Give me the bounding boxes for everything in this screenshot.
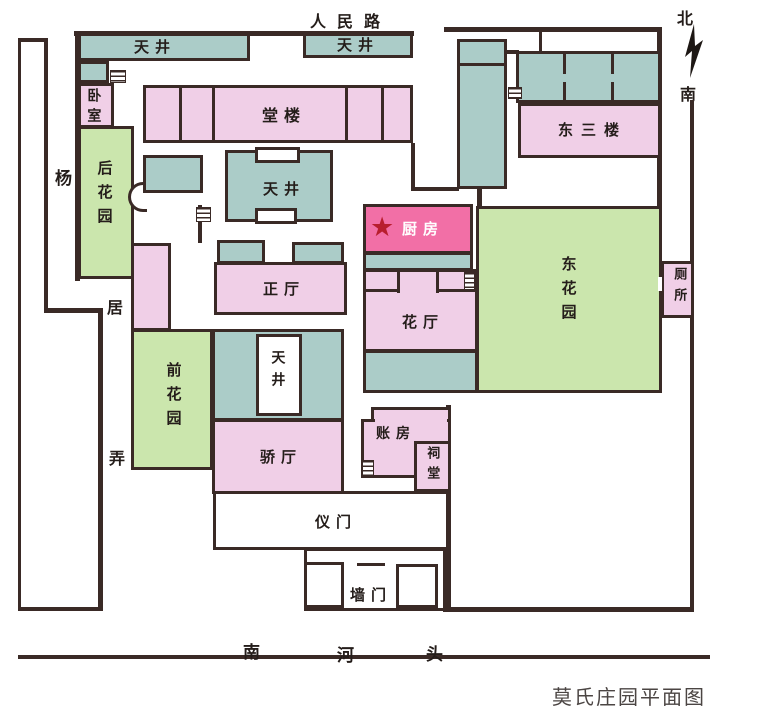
room-flower-hall — [363, 269, 478, 352]
north-road-label: 人民路 — [310, 12, 392, 31]
room-small-teal — [292, 242, 344, 264]
stairs-icon — [110, 70, 126, 83]
room-label: 厕所 — [671, 267, 687, 309]
room-label: 堂楼 — [262, 106, 307, 125]
corridor-wall — [198, 205, 202, 243]
room-west-chamber — [131, 243, 171, 331]
moon-gate-arch — [128, 182, 147, 212]
lane-west-wall — [18, 38, 21, 611]
room-label: 花厅 — [402, 313, 445, 331]
room-label: 东三楼 — [558, 121, 628, 139]
room-small-teal — [78, 61, 109, 83]
room-divider — [381, 88, 384, 140]
stairs-icon — [362, 460, 374, 476]
room-divider — [611, 82, 614, 100]
lane-step-wall — [44, 308, 102, 313]
room-label: 账房 — [376, 426, 416, 442]
room-divider — [436, 269, 439, 293]
room-label: 仪门 — [315, 513, 358, 531]
room-small-teal — [217, 240, 265, 264]
wall-segment — [411, 187, 459, 191]
room-hall-building — [143, 85, 413, 143]
stairs-icon — [508, 87, 522, 99]
lane-east-wall-upper — [44, 38, 48, 313]
east-outer-wall — [690, 100, 694, 611]
room-label: 骄厅 — [260, 448, 303, 466]
plan-caption: 莫氏庄园平面图 — [552, 685, 706, 709]
north-arrow-icon — [685, 24, 703, 78]
room-label: 天井 — [134, 38, 177, 56]
room-divider — [436, 289, 478, 292]
room-divider — [397, 269, 400, 293]
lane-bottom-wall — [18, 607, 103, 611]
room-teal-wing — [457, 39, 507, 189]
gate-side-room — [304, 562, 344, 608]
stairs-icon — [196, 207, 211, 222]
room-side-chamber — [143, 155, 203, 193]
compass-south-label: 南 — [680, 85, 697, 104]
room-ne-chambers — [516, 51, 661, 103]
room-label: 天井 — [263, 180, 306, 198]
courtyard-notch — [255, 147, 300, 163]
room-courtyard-ne — [303, 33, 413, 58]
room-label: 厨房 — [402, 220, 445, 238]
room-divider — [179, 88, 182, 140]
lane-char: 杨 — [55, 169, 72, 189]
south-river-char: 头 — [426, 645, 443, 665]
room-sedan-hall — [212, 419, 344, 494]
room-label: 天井 — [337, 36, 380, 54]
wall-segment — [411, 143, 415, 191]
room-main-hall — [214, 262, 347, 315]
lane-char: 居 — [107, 298, 124, 317]
room-east-third-building — [518, 103, 661, 158]
seam-patch — [375, 417, 447, 425]
courtyard-inner-room — [256, 334, 302, 416]
door-gap — [658, 277, 662, 291]
room-label: 前花园 — [164, 362, 183, 434]
south-east-wall — [443, 607, 694, 612]
wall-segment — [505, 50, 519, 54]
room-ancestral-hall — [414, 441, 451, 492]
compass-north-label: 北 — [677, 9, 694, 28]
room-label: 祠堂 — [424, 446, 440, 486]
room-bedroom — [78, 83, 114, 128]
room-label: 墙门 — [350, 586, 393, 604]
room-ceremonial-gate — [213, 491, 449, 550]
room-label: 天井 — [269, 350, 286, 394]
room-toilet — [661, 261, 694, 318]
room-divider — [345, 88, 348, 140]
north-wall-east-segment — [444, 27, 660, 32]
south-river-line — [18, 655, 710, 659]
room-front-garden — [131, 329, 213, 470]
south-river-char: 河 — [337, 646, 354, 666]
west-estate-wall — [75, 31, 80, 281]
room-teal-strip — [363, 350, 478, 393]
room-divider — [563, 54, 566, 74]
south-river-char: 南 — [243, 643, 260, 663]
room-label: 东花园 — [559, 256, 578, 328]
room-label: 正厅 — [263, 280, 306, 298]
gate-side-room — [396, 564, 438, 608]
room-label: 卧室 — [85, 88, 102, 128]
room-east-garden — [476, 206, 662, 393]
wall-segment — [539, 31, 542, 53]
room-divider — [460, 63, 504, 66]
courtyard-notch — [255, 208, 297, 224]
room-divider — [212, 88, 215, 140]
room-divider — [363, 289, 400, 292]
room-divider — [563, 82, 566, 100]
stairs-icon — [464, 272, 475, 290]
lane-top-wall — [18, 38, 48, 42]
lane-east-wall-lower — [98, 308, 103, 611]
room-courtyard-nw — [78, 33, 250, 61]
wall-segment — [357, 563, 385, 566]
room-divider — [611, 54, 614, 74]
room-label: 后花园 — [95, 160, 114, 232]
lane-char: 弄 — [109, 449, 126, 468]
star-marker-icon: ★ — [370, 212, 395, 243]
